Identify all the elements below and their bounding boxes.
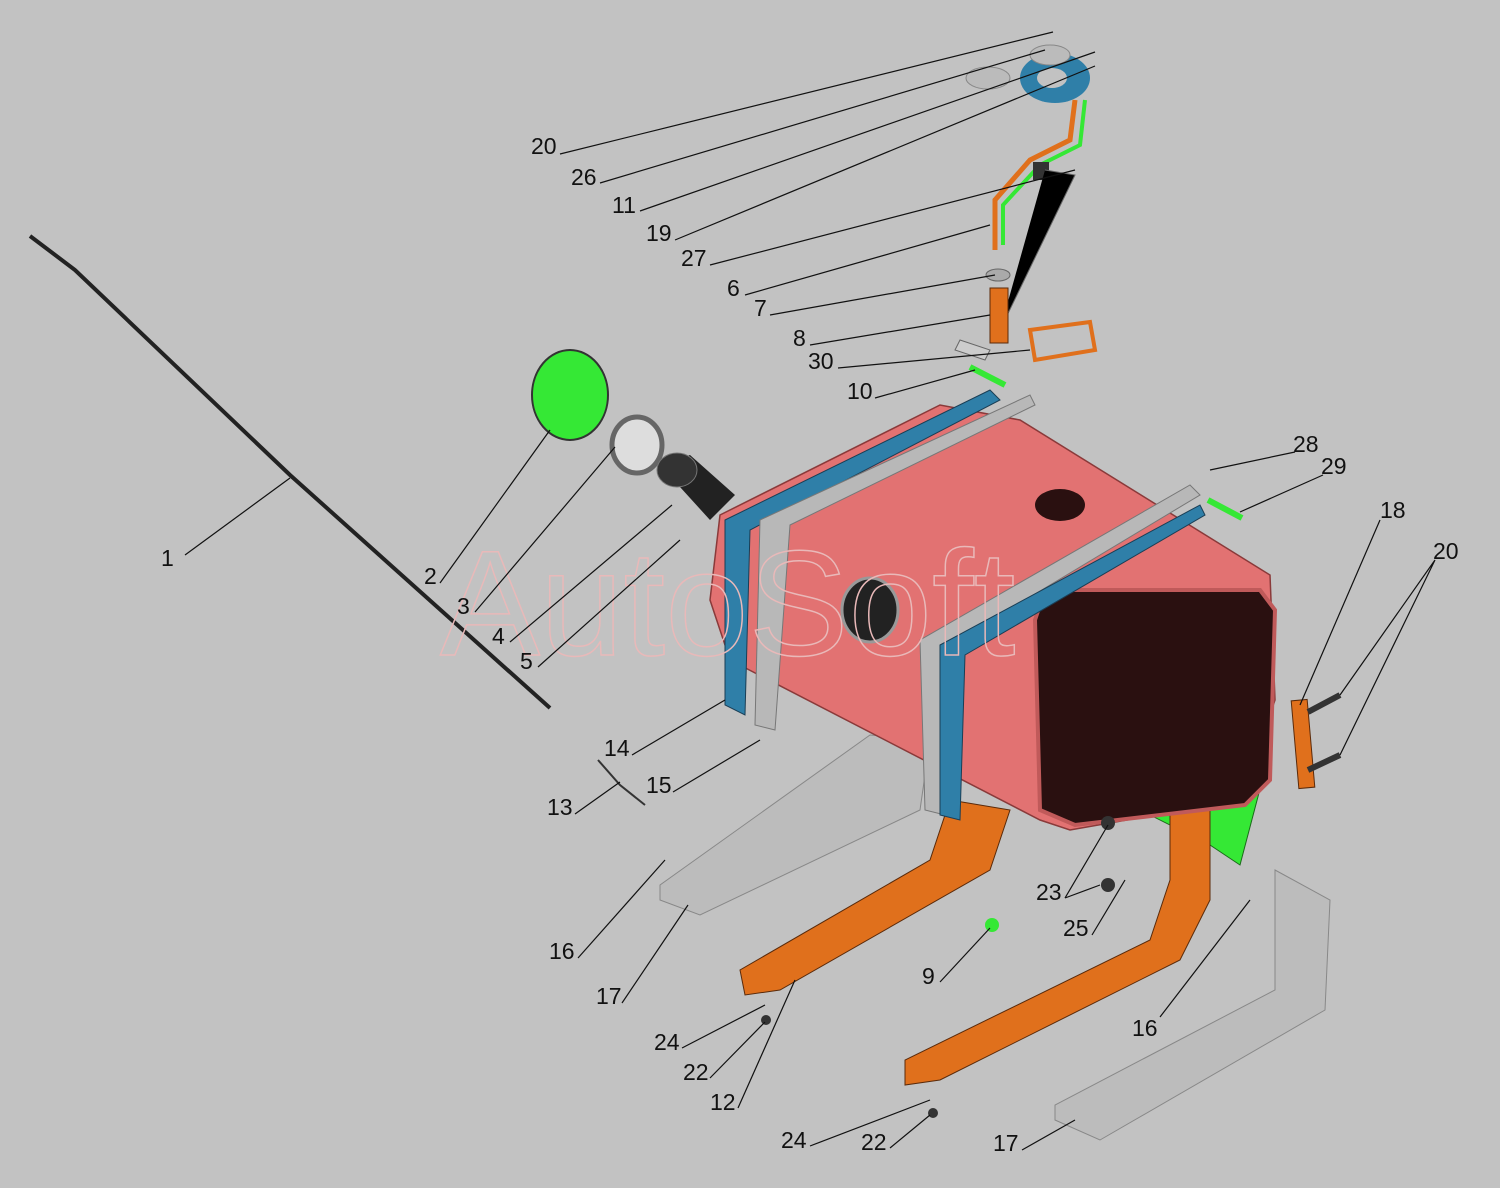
label-19: 19 <box>646 220 672 246</box>
part-22-nut-b <box>928 1108 938 1118</box>
tank-filler-flange <box>840 576 900 644</box>
label-10: 10 <box>847 378 873 404</box>
part-29-pin <box>1206 497 1244 521</box>
label-13: 13 <box>547 794 573 820</box>
label-29: 29 <box>1321 453 1347 479</box>
part-10-gasket <box>1027 319 1098 363</box>
label-24-lower: 24 <box>781 1127 807 1153</box>
part-4-neck-end <box>656 452 698 488</box>
part-1-rod <box>28 234 552 710</box>
part-15-strap <box>754 394 1036 731</box>
label-18: 18 <box>1380 497 1406 523</box>
label-1: 1 <box>161 545 174 571</box>
label-4: 4 <box>492 623 505 649</box>
label-14: 14 <box>604 735 630 761</box>
label-26: 26 <box>571 164 597 190</box>
flange-hole <box>1037 68 1067 88</box>
label-6: 6 <box>727 275 740 301</box>
label-20: 20 <box>531 133 557 159</box>
part-9-clip <box>985 918 999 932</box>
part-cover-top <box>1029 44 1071 66</box>
label-25: 25 <box>1063 915 1089 941</box>
part-12-bracket-left <box>739 799 1011 996</box>
tank-filler-hole <box>1035 489 1085 521</box>
part-20-bolt-lower <box>1306 752 1342 773</box>
part-22-nut-a <box>761 1015 771 1025</box>
part-13-clamp <box>597 759 646 806</box>
label-28: 28 <box>1293 431 1319 457</box>
part-20-bolt-upper <box>1306 692 1342 715</box>
part-17-shield-right <box>1054 869 1331 1141</box>
part-23-nut <box>1101 816 1115 830</box>
tank-opening <box>1032 588 1278 828</box>
leader-lines <box>184 31 1436 1151</box>
part-14-strap <box>724 389 1001 716</box>
part-float-arm <box>999 169 1076 331</box>
label-9: 9 <box>922 963 935 989</box>
label-12: 12 <box>710 1089 736 1115</box>
label-2: 2 <box>424 563 437 589</box>
label-17-right: 17 <box>993 1130 1019 1156</box>
label-16: 16 <box>549 938 575 964</box>
watermark: AutoSoft <box>440 519 1015 687</box>
label-8: 8 <box>793 325 806 351</box>
part-8-filter <box>989 287 1009 344</box>
part-strap-right-blue <box>939 504 1206 821</box>
label-3: 3 <box>457 593 470 619</box>
part-labels: 20 26 11 19 27 6 7 8 30 10 28 29 18 20 1… <box>161 133 1459 1156</box>
part-10-pin <box>968 364 1007 388</box>
label-7: 7 <box>754 295 767 321</box>
label-16-right: 16 <box>1132 1015 1158 1041</box>
label-11: 11 <box>612 192 636 218</box>
label-15: 15 <box>646 772 672 798</box>
label-5: 5 <box>520 648 533 674</box>
label-20-right: 20 <box>1433 538 1459 564</box>
part-25-nut <box>1101 878 1115 892</box>
label-17: 17 <box>596 983 622 1009</box>
part-26-cover <box>965 66 1011 90</box>
label-24: 24 <box>654 1029 680 1055</box>
part-2-cap <box>531 349 609 441</box>
label-22: 22 <box>683 1059 709 1085</box>
label-30: 30 <box>808 348 834 374</box>
label-27: 27 <box>681 245 707 271</box>
part-7-washer <box>985 268 1011 282</box>
part-3-ring <box>609 414 665 476</box>
label-23: 23 <box>1036 879 1062 905</box>
part-6-tube <box>992 99 1078 250</box>
label-22-lower: 22 <box>861 1129 887 1155</box>
